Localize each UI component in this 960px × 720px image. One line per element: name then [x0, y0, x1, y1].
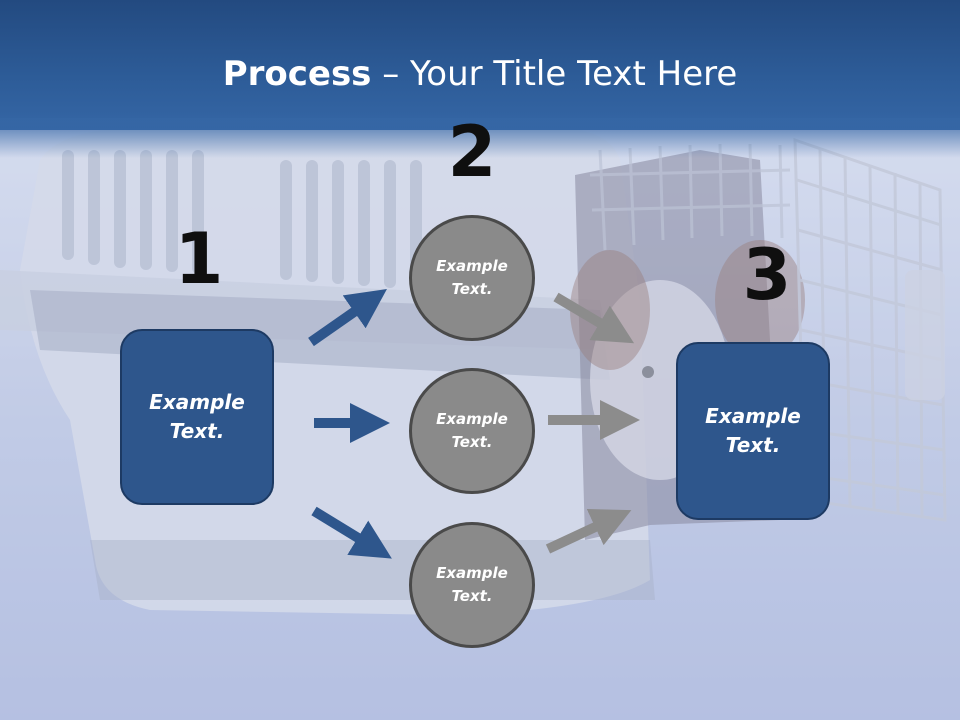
step-2-circle-middle[interactable]: Example Text. — [409, 368, 535, 494]
step-number-1: 1 — [174, 218, 224, 300]
circle-middle-line1: Example — [436, 410, 508, 428]
title-bold: Process — [222, 54, 372, 94]
step-2-circle-bottom[interactable]: Example Text. — [409, 522, 535, 648]
title-bar — [0, 0, 960, 130]
arrow-down-right — [311, 506, 392, 559]
step-1-text-line2: Text. — [169, 419, 225, 443]
step-3-box[interactable]: Example Text. — [676, 342, 830, 520]
circle-bottom-line2: Text. — [451, 587, 493, 605]
step-1-box[interactable]: Example Text. — [120, 329, 274, 505]
step-3-text-line1: Example — [705, 404, 801, 428]
step-number-2: 2 — [447, 111, 497, 193]
arrow-gray-up-right — [545, 508, 632, 554]
step-number-3: 3 — [742, 234, 792, 316]
step-3-text-line2: Text. — [725, 433, 781, 457]
title-rest: – Your Title Text Here — [371, 54, 738, 94]
arrow-up-right — [308, 288, 387, 347]
step-2-circle-top[interactable]: Example Text. — [409, 215, 535, 341]
arrow-gray-down-right — [553, 292, 635, 344]
circle-top-line1: Example — [436, 257, 508, 275]
title-bar-fade — [0, 118, 960, 158]
step-1-text-line1: Example — [149, 390, 245, 414]
circle-middle-line2: Text. — [451, 433, 493, 451]
circle-bottom-line1: Example — [436, 564, 508, 582]
slide-title[interactable]: Process – Your Title Text Here — [0, 52, 960, 96]
circle-top-line2: Text. — [451, 280, 493, 298]
